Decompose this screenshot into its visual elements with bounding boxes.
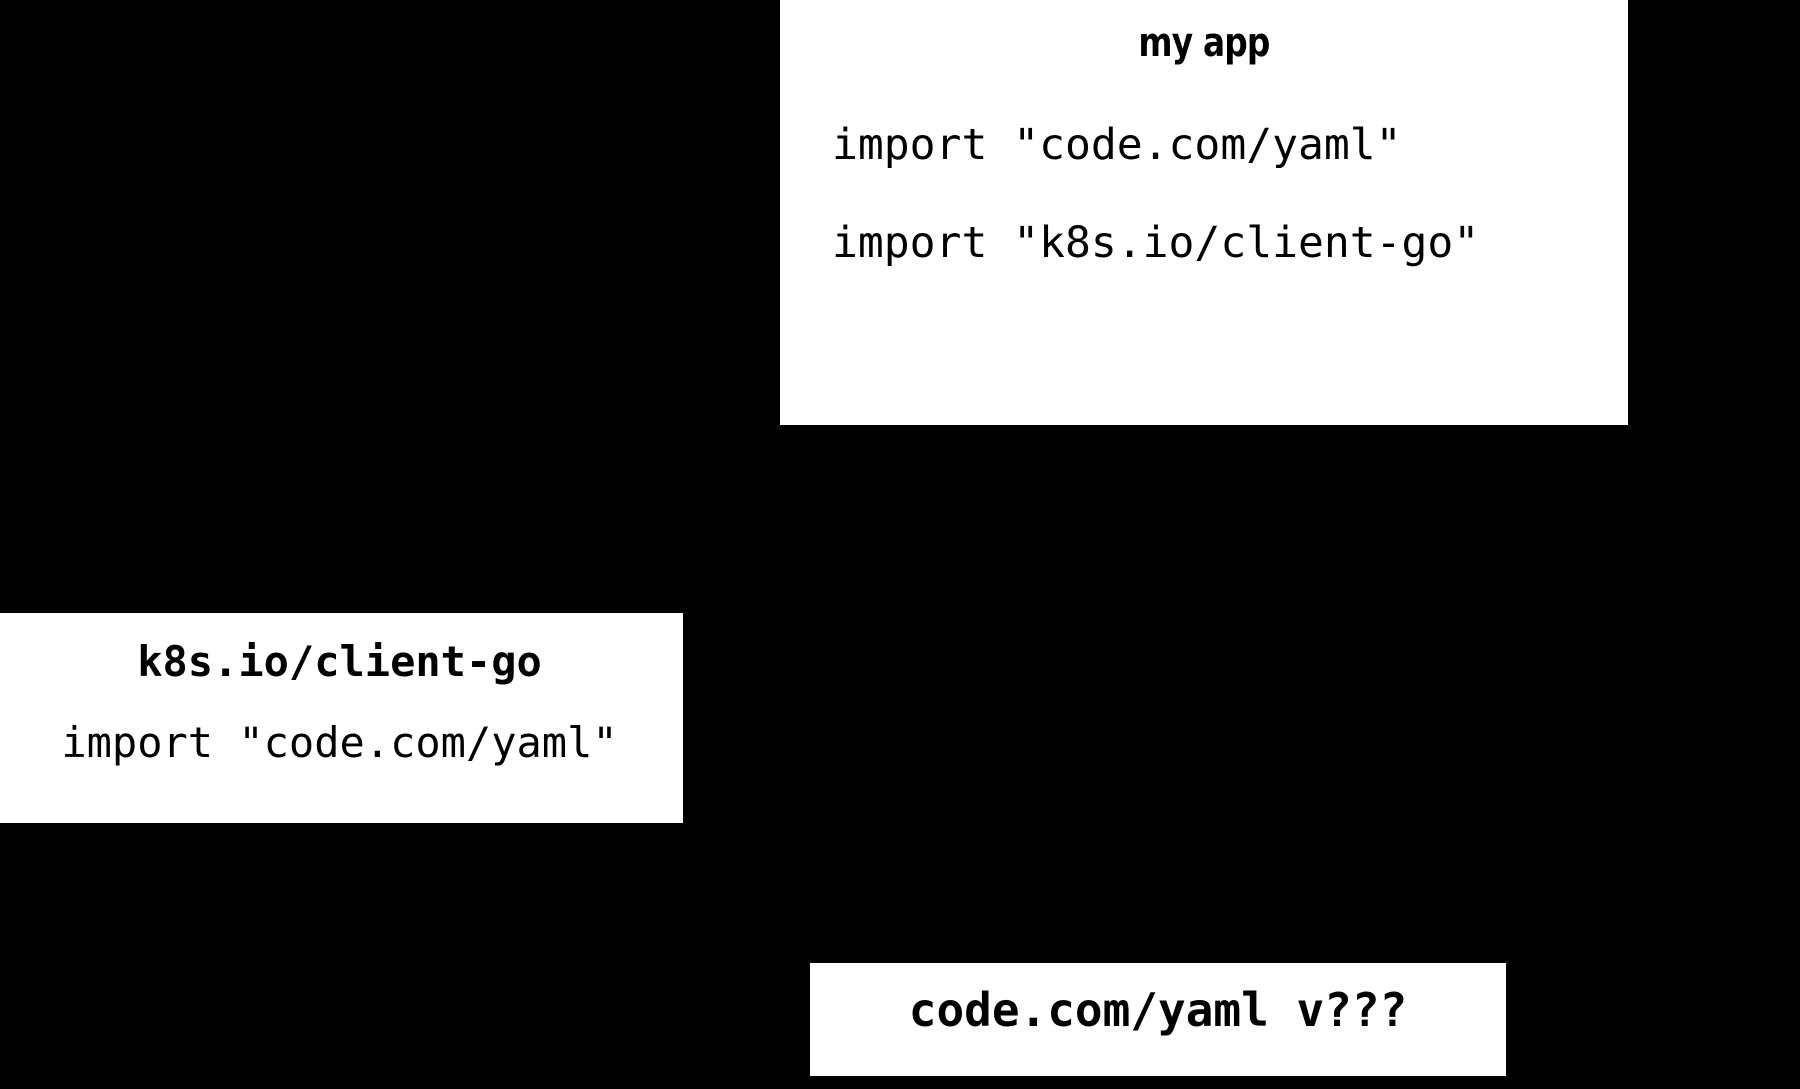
node-yaml[interactable]: code.com/yaml v??? (810, 963, 1506, 1076)
node-my-app[interactable]: my app import "code.com/yaml" import "k8… (780, 0, 1628, 425)
node-client-go[interactable]: k8s.io/client-go import "code.com/yaml" (0, 613, 683, 823)
node-yaml-title: code.com/yaml v??? (908, 983, 1408, 1037)
node-client-go-import-code-com-yaml: import "code.com/yaml" (61, 718, 618, 767)
node-client-go-title: k8s.io/client-go (137, 637, 542, 686)
node-my-app-import-code-com-yaml: import "code.com/yaml" (832, 120, 1402, 170)
node-my-app-import-k8s-io-client-go: import "k8s.io/client-go" (832, 218, 1480, 268)
node-my-app-title: my app (1138, 20, 1270, 66)
